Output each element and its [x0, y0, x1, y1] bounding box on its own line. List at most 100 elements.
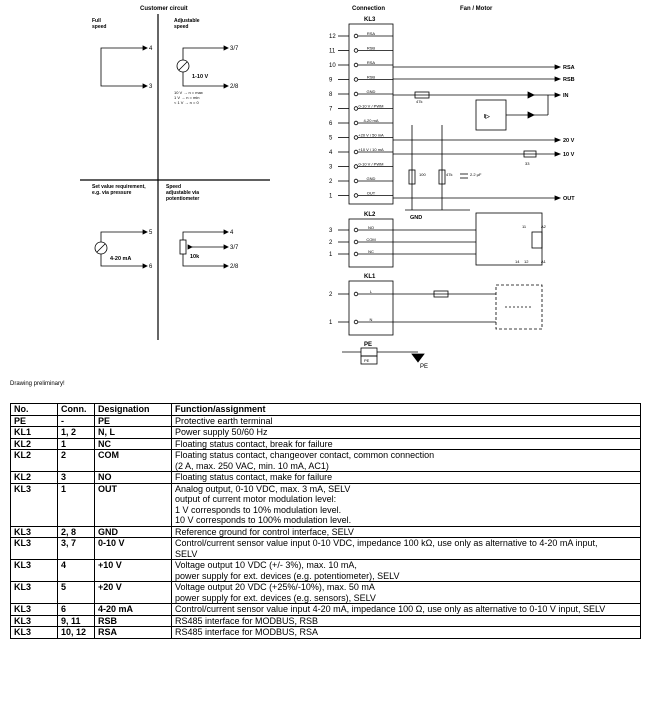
function-line: Analog output, 0-10 VDC, max. 3 mA, SELV: [175, 483, 351, 494]
row-designation: 0-10 V: [94, 537, 172, 560]
row-function: Control/current sensor value input 0-10 …: [171, 537, 641, 560]
header-function: Function/assignment: [171, 403, 641, 416]
row-designation: RSA: [94, 626, 172, 639]
speed-pot-label-3: potentiometer: [166, 196, 199, 202]
row-designation: GND: [94, 525, 172, 538]
speed-pot-label-1: Speed: [166, 184, 181, 190]
adjustable-speed-circuit: Adjustable speed 3/7 2/8 1-10 V 10 V → n…: [174, 18, 239, 105]
terminal-label: L: [370, 289, 373, 294]
terminal-label: 4-20 mA: [363, 118, 378, 123]
row-conn: 2, 8: [57, 525, 95, 538]
terminal-label: +20 V / 50 mA: [358, 133, 384, 138]
function-line: Control/current sensor value input 0-10 …: [175, 538, 598, 548]
terminal-pin-number: 1: [329, 252, 333, 258]
terminal-row: 1N: [329, 317, 393, 326]
terminal-pin-number: 6: [329, 121, 333, 127]
row-no: KL3: [10, 614, 58, 627]
row-function: Reference ground for control interface, …: [171, 525, 641, 538]
relay-pin-14: 14: [515, 259, 520, 264]
function-line: Protective earth terminal: [175, 415, 273, 426]
function-line: 1 V corresponds to 10% modulation level.: [175, 504, 342, 515]
terminal-pin-number: 8: [329, 92, 333, 98]
adjustable-label-1: Adjustable: [174, 18, 200, 24]
in-label: IN: [563, 93, 569, 99]
speed-pot-label-2: adjustable via: [166, 190, 199, 196]
terminal-label: OUT: [367, 191, 376, 196]
row-conn: 10, 12: [57, 626, 95, 639]
relay-a1: A1: [541, 259, 547, 264]
terminal-pin-number: 4: [329, 150, 333, 156]
set-value-label-2: e.g. via pressure: [92, 190, 132, 196]
level-min: 1 V → n = min: [174, 95, 199, 100]
function-line: SELV: [175, 548, 198, 559]
function-line: Control/current sensor value input 4-20 …: [175, 604, 606, 614]
terminal-label: RSA: [367, 31, 376, 36]
row-no: KL1: [10, 426, 58, 439]
terminal-label: GND: [367, 176, 376, 181]
row-conn: 2: [57, 449, 95, 472]
terminal-row: 11 RSB: [329, 46, 393, 55]
row-no: KL2: [10, 437, 58, 450]
amplifier-symbol: I▷: [484, 113, 491, 120]
row-function: Power supply 50/60 Hz: [171, 426, 641, 439]
terminal-pin-number: 10: [329, 63, 336, 69]
rsa-output-label: RSA: [563, 65, 575, 71]
terminal-label: RSB: [367, 46, 376, 51]
function-line: RS485 interface for MODBUS, RSB: [175, 615, 319, 626]
pot-pin-3-7: 3/7: [230, 245, 239, 251]
row-function: Floating status contact, changeover cont…: [171, 449, 641, 472]
set-value-pin-5: 5: [149, 230, 153, 236]
resistor-47k-b-label: 47k: [446, 172, 452, 177]
table-header-row: No. Conn. Designation Function/assignmen…: [10, 403, 641, 416]
row-conn: 1: [57, 482, 95, 527]
function-line: Floating status contact, make for failur…: [175, 472, 333, 482]
row-designation: PE: [94, 414, 172, 427]
row-no: KL3: [10, 581, 58, 604]
terminal-label: NO: [368, 225, 374, 230]
function-line: Floating status contact, break for failu…: [175, 438, 333, 449]
drawing-preliminary-note: Drawing preliminary!: [10, 381, 65, 387]
capacitor-label: 2.2 µF: [470, 172, 482, 177]
terminal-label: COM: [366, 237, 375, 242]
pe-title: PE: [364, 342, 372, 348]
connection-title: Connection: [352, 6, 385, 12]
row-designation: +20 V: [94, 581, 172, 604]
function-line: power supply for ext. devices (e.g. sens…: [175, 592, 376, 603]
terminal-row: 4+10 V / 10 mA: [329, 147, 393, 156]
function-line: Voltage output 20 VDC (+25%/-10%), max. …: [175, 582, 375, 592]
header-conn: Conn.: [57, 403, 95, 416]
pot-resistor-label: 10k: [190, 254, 200, 260]
adjustable-pin-3-7: 3/7: [230, 46, 239, 52]
row-no: KL3: [10, 537, 58, 560]
terminal-pin-number: 11: [329, 49, 336, 55]
voltage-range-label: 1-10 V: [192, 74, 209, 80]
row-function: RS485 interface for MODBUS, RSA: [171, 626, 641, 639]
fan-motor-wiring: RSA RSB IN 47k I▷ 20 V 10 V 33 100 47k 2…: [393, 64, 575, 330]
resistor-47k-label: 47k: [416, 99, 422, 104]
function-line: power supply for ext. devices (e.g. pote…: [175, 570, 400, 581]
level-max: 10 V → n = max: [174, 90, 203, 95]
terminal-row: 70-10 V / PWM: [329, 104, 393, 113]
fan-motor-title: Fan / Motor: [460, 6, 493, 12]
row-designation: N, L: [94, 426, 172, 439]
row-conn: 4: [57, 559, 95, 582]
row-designation: COM: [94, 449, 172, 472]
kl2-title: KL2: [364, 212, 376, 218]
row-conn: 5: [57, 581, 95, 604]
terminal-label: 0-10 V / PWM: [359, 162, 384, 167]
terminal-pin-number: 7: [329, 107, 333, 113]
row-no: PE: [10, 414, 58, 427]
terminal-pin-number: 2: [329, 292, 333, 298]
row-conn: 3: [57, 471, 95, 484]
